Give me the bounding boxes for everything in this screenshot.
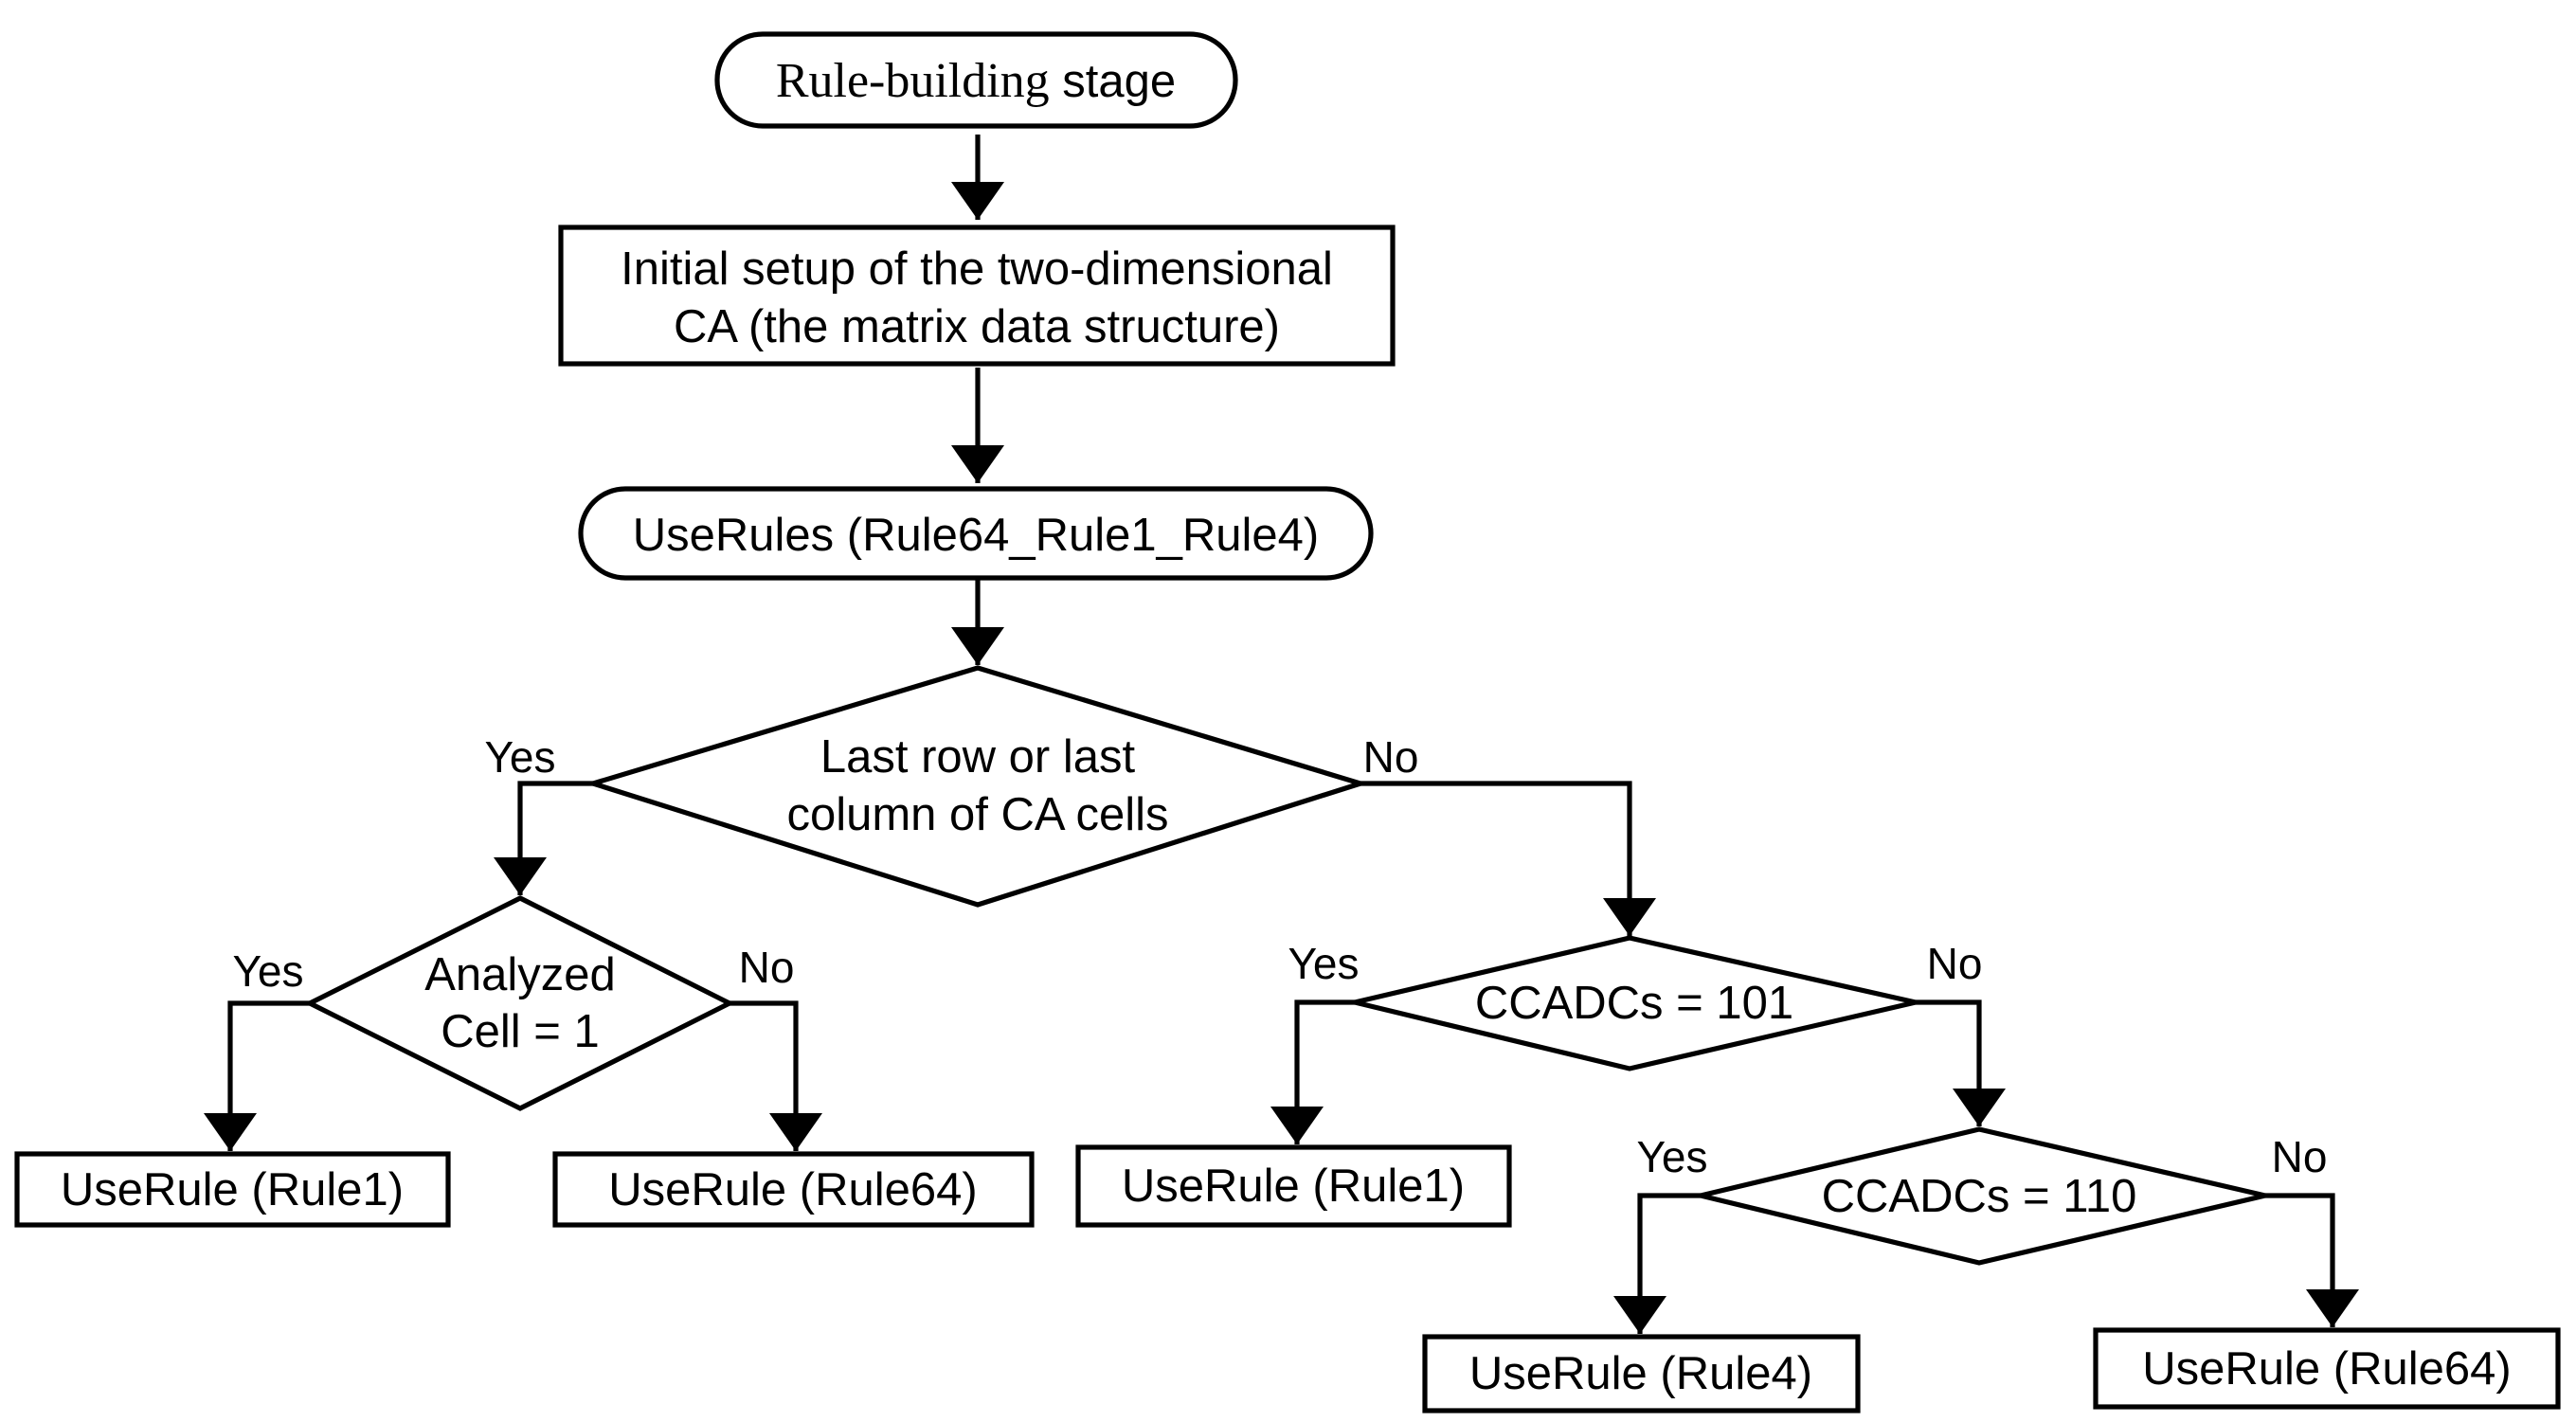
label-cell-yes: Yes xyxy=(232,946,303,996)
decision-110-label: CCADCs = 110 xyxy=(1822,1171,2137,1222)
out-rule1-left-label: UseRule (Rule1) xyxy=(61,1164,404,1215)
edge-last-yes xyxy=(494,781,593,895)
out-rule64-right-label: UseRule (Rule64) xyxy=(2142,1343,2511,1395)
out-rule1-mid-label: UseRule (Rule1) xyxy=(1122,1161,1465,1212)
setup-line1: Initial setup of the two-dimensional xyxy=(621,243,1333,295)
start-label: Rule-building stage xyxy=(776,54,1176,108)
decision-shape xyxy=(1700,1126,2266,1266)
label-110-yes: Yes xyxy=(1636,1132,1707,1181)
decision-shape xyxy=(1354,935,1917,1071)
process-shape xyxy=(558,225,1396,367)
edge-101-yes xyxy=(1270,999,1355,1144)
terminal-shape xyxy=(578,486,1374,581)
decision-shape xyxy=(585,665,1369,908)
decision-cell-line1: Analyzed xyxy=(424,949,616,1000)
process-shape xyxy=(1422,1334,1861,1413)
label-101-yes: Yes xyxy=(1288,939,1359,988)
node-out-rule64-left: UseRule (Rule64) xyxy=(552,1151,1035,1228)
edge-cell-yes xyxy=(204,1000,310,1151)
setup-line2: CA (the matrix data structure) xyxy=(674,301,1280,352)
node-out-rule1-mid: UseRule (Rule1) xyxy=(1075,1144,1512,1228)
edge-last-no xyxy=(1360,781,1656,936)
node-decision-101: CCADCs = 101 xyxy=(1354,935,1917,1071)
node-decision-cell: Analyzed Cell = 1 xyxy=(304,895,735,1111)
out-rule4-label: UseRule (Rule4) xyxy=(1469,1348,1812,1399)
label-110-no: No xyxy=(2272,1132,2328,1181)
node-setup: Initial setup of the two-dimensional CA … xyxy=(558,225,1396,367)
start-label-serif: Rule-building xyxy=(776,54,1050,108)
edge-101-no xyxy=(1916,999,2006,1126)
edge-110-yes xyxy=(1613,1193,1701,1334)
edge-labels: Yes No Yes No Yes No Yes No xyxy=(232,732,2327,1181)
edge-110-no xyxy=(2265,1193,2359,1327)
terminal-shape xyxy=(714,31,1238,129)
process-shape xyxy=(1075,1144,1512,1228)
label-last-no: No xyxy=(1363,732,1419,782)
node-out-rule4: UseRule (Rule4) xyxy=(1422,1334,1861,1413)
decision-last-line1: Last row or last xyxy=(820,731,1136,783)
node-out-rule64-right: UseRule (Rule64) xyxy=(2093,1327,2561,1410)
decision-last-line2: column of CA cells xyxy=(786,789,1168,840)
node-decision-last: Last row or last column of CA cells xyxy=(585,665,1369,908)
label-last-yes: Yes xyxy=(484,732,555,782)
process-shape xyxy=(2093,1327,2561,1410)
decision-cell-line2: Cell = 1 xyxy=(441,1006,600,1057)
process-shape xyxy=(14,1151,451,1228)
label-101-no: No xyxy=(1927,939,1983,988)
node-use-rules: UseRules (Rule64_Rule1_Rule4) xyxy=(578,486,1374,581)
decision-shape xyxy=(304,895,735,1111)
out-rule64-left-label: UseRule (Rule64) xyxy=(608,1164,977,1215)
edge-cell-no xyxy=(730,1000,822,1151)
start-label-sans: stage xyxy=(1050,56,1176,107)
label-cell-no: No xyxy=(739,943,795,992)
process-shape xyxy=(552,1151,1035,1228)
node-decision-110: CCADCs = 110 xyxy=(1700,1126,2266,1266)
edges xyxy=(204,135,2359,1334)
node-start: Rule-building stage xyxy=(714,31,1238,129)
use-rules-label: UseRules (Rule64_Rule1_Rule4) xyxy=(633,510,1320,561)
decision-101-label: CCADCs = 101 xyxy=(1475,978,1793,1029)
node-out-rule1-left: UseRule (Rule1) xyxy=(14,1151,451,1228)
